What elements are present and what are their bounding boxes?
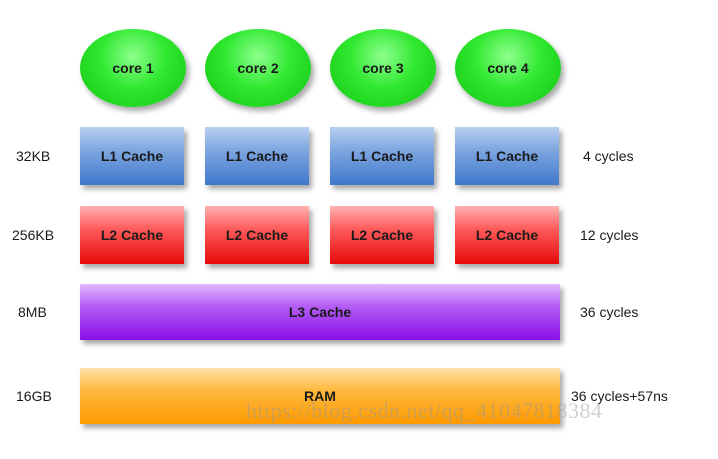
l3-cache-shared: L3 Cache — [80, 284, 560, 340]
l1-cache-core-4: L1 Cache — [455, 127, 559, 185]
core-3: core 3 — [330, 29, 436, 107]
l3-latency-label: 36 cycles — [580, 304, 639, 320]
l1-cache-core-2: L1 Cache — [205, 127, 309, 185]
l2-cache-core-1: L2 Cache — [80, 206, 184, 264]
l3-size-label: 8MB — [18, 304, 47, 320]
ram-size-label: 16GB — [16, 388, 52, 404]
core-1: core 1 — [80, 29, 186, 107]
l2-cache-core-2: L2 Cache — [205, 206, 309, 264]
l2-size-label: 256KB — [12, 227, 55, 243]
l1-cache-core-3: L1 Cache — [330, 127, 434, 185]
l1-latency-label: 4 cycles — [583, 148, 634, 164]
watermark-text: https://blog.csdn.net/qq_41047818384 — [246, 398, 603, 423]
l2-cache-core-3: L2 Cache — [330, 206, 434, 264]
core-4: core 4 — [455, 29, 561, 107]
l2-cache-core-4: L2 Cache — [455, 206, 559, 264]
ram-block: RAM — [80, 368, 560, 424]
l1-cache-core-1: L1 Cache — [80, 127, 184, 185]
l2-latency-label: 12 cycles — [580, 227, 639, 243]
l1-size-label: 32KB — [16, 148, 51, 164]
ram-latency-label: 36 cycles+57ns — [571, 388, 668, 404]
core-2: core 2 — [205, 29, 311, 107]
